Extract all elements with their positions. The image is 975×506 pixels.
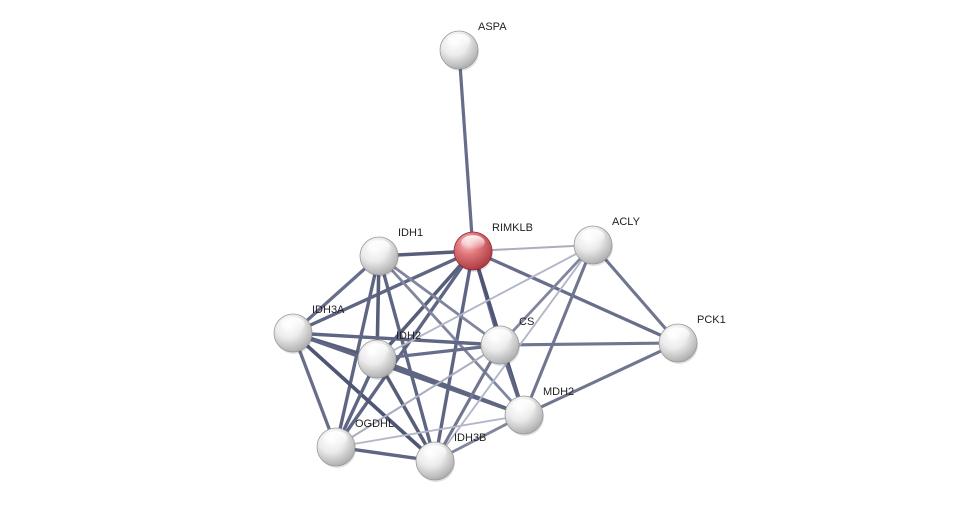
node-aspa[interactable]: ASPA xyxy=(439,21,507,71)
node-mdh2[interactable]: MDH2 xyxy=(504,386,574,436)
edge-acly-pck1[interactable] xyxy=(591,243,680,345)
edge-pck1-mdh2[interactable] xyxy=(522,341,680,417)
node-idh1[interactable]: IDH1 xyxy=(359,227,423,277)
node-label-mdh2: MDH2 xyxy=(543,386,574,398)
edge-cs-ogdhl[interactable] xyxy=(334,343,502,449)
node-highlight xyxy=(512,399,536,414)
nodes-layer: ASPA RIMKLB IDH1 ACLY IDH3A IDH2 CS PCK1MDH2OGD… xyxy=(273,21,726,482)
node-highlight xyxy=(367,240,391,255)
node-highlight xyxy=(365,343,389,358)
edge-idh3a-idh3b[interactable] xyxy=(291,331,437,463)
node-highlight xyxy=(447,34,471,49)
node-highlight xyxy=(666,327,690,342)
node-label-acly: ACLY xyxy=(612,216,641,228)
node-highlight xyxy=(281,317,305,332)
edge-acly-mdh2[interactable] xyxy=(522,243,595,417)
node-idh2[interactable]: IDH2 xyxy=(357,330,421,380)
edge-idh3a-ogdhl[interactable] xyxy=(291,331,338,449)
node-highlight xyxy=(581,229,605,244)
edge-rimklb-idh3a[interactable] xyxy=(291,249,475,335)
node-cs[interactable]: CS xyxy=(480,316,534,366)
node-label-aspa: ASPA xyxy=(478,21,507,33)
node-label-idh3b: IDH3B xyxy=(454,432,486,444)
node-highlight xyxy=(461,235,485,250)
edge-rimklb-idh3b[interactable] xyxy=(433,249,475,463)
node-rimklb[interactable]: RIMKLB xyxy=(453,222,533,272)
edge-acly-idh2[interactable] xyxy=(376,244,594,360)
edge-cs-acly[interactable] xyxy=(498,243,595,347)
edge-idh2-cs[interactable] xyxy=(375,343,502,361)
edge-idh1-mdh2[interactable] xyxy=(377,254,526,417)
edge-idh2-idh3b[interactable] xyxy=(375,357,437,463)
node-label-ogdhl: OGDHL xyxy=(355,418,394,430)
edge-idh1-idh3b[interactable] xyxy=(377,254,437,463)
node-acly[interactable]: ACLY xyxy=(573,216,641,266)
node-label-rimklb: RIMKLB xyxy=(492,222,533,234)
edge-cs-idh3b[interactable] xyxy=(433,343,502,463)
edge-aspa-rimklb[interactable] xyxy=(457,48,475,253)
edge-rimklb-pck1[interactable] xyxy=(471,249,680,345)
node-label-idh1: IDH1 xyxy=(398,227,423,239)
edge-rimklb-acly[interactable] xyxy=(471,243,595,253)
node-label-idh2: IDH2 xyxy=(396,330,421,342)
node-pck1[interactable]: PCK1 xyxy=(658,314,726,364)
edge-cs-pck1[interactable] xyxy=(498,341,680,347)
node-idh3b[interactable]: IDH3B xyxy=(415,432,486,482)
node-ogdhl[interactable]: OGDHL xyxy=(316,418,394,468)
edge-mdh2-ogdhl[interactable] xyxy=(335,414,525,448)
node-label-pck1: PCK1 xyxy=(697,314,726,326)
edge-idh2-mdh2[interactable] xyxy=(375,357,526,417)
edge-idh1-cs[interactable] xyxy=(377,254,502,347)
node-idh3a[interactable]: IDH3A xyxy=(273,304,345,354)
node-highlight xyxy=(423,445,447,460)
node-highlight xyxy=(488,329,512,344)
node-label-idh3a: IDH3A xyxy=(312,304,345,316)
node-highlight xyxy=(324,431,348,446)
node-label-cs: CS xyxy=(519,316,534,328)
edge-idh3a-cs[interactable] xyxy=(291,331,502,347)
